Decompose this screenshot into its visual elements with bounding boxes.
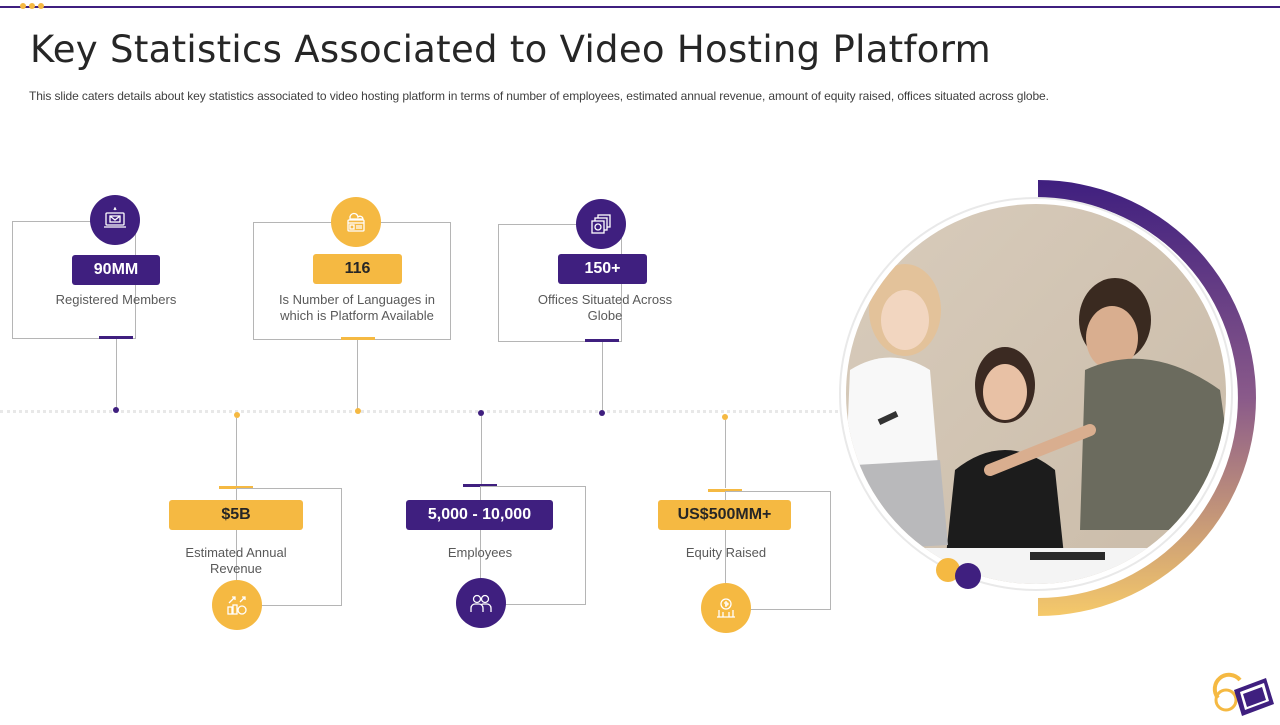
stat-value-offices: 150+ — [558, 254, 647, 284]
brand-logo — [1212, 670, 1278, 725]
connector-line — [357, 340, 358, 410]
revenue-growth-icon — [227, 596, 247, 615]
team-photo — [830, 170, 1270, 635]
top-rule — [0, 6, 1280, 8]
timeline-dot — [234, 412, 240, 418]
stat-accent-bar — [463, 484, 497, 487]
stat-value-members: 90MM — [72, 255, 160, 285]
timeline-dot — [355, 408, 361, 414]
team-meeting-photo — [839, 180, 1256, 616]
connector-line — [481, 416, 482, 484]
stat-value-revenue: $5B — [169, 500, 303, 530]
stat-value-equity: US$500MM+ — [658, 500, 791, 530]
stat-label-languages: Is Number of Languages in which is Platf… — [278, 292, 436, 323]
employees-icon — [470, 594, 492, 612]
connector-line — [236, 418, 237, 486]
timeline-dot — [722, 414, 728, 420]
connector-line — [725, 420, 726, 488]
connector-line — [116, 339, 117, 409]
timeline-line — [0, 410, 845, 413]
global-office-icon — [591, 214, 611, 234]
stat-icon-circle — [456, 578, 506, 628]
vr-headset-logo-icon — [1212, 672, 1274, 716]
timeline-dot — [113, 407, 119, 413]
stat-icon-circle — [212, 580, 262, 630]
stat-frame-revenue — [236, 488, 342, 606]
stat-frame-employees — [480, 486, 586, 605]
stat-icon-circle — [90, 195, 140, 245]
stat-value-languages: 116 — [313, 254, 402, 284]
stat-label-offices: Offices Situated Across Globe — [537, 292, 673, 323]
equity-money-icon — [717, 598, 735, 618]
stat-label-revenue: Estimated Annual Revenue — [185, 545, 287, 576]
stat-frame-equity — [725, 491, 831, 610]
stat-label-members: Registered Members — [55, 292, 177, 307]
stat-accent-bar — [708, 489, 742, 492]
stat-icon-circle — [331, 197, 381, 247]
stat-icon-circle — [576, 199, 626, 249]
stat-accent-bar — [341, 337, 375, 340]
top-dots-decoration — [20, 3, 44, 9]
connector-line — [602, 342, 603, 410]
stat-accent-bar — [99, 336, 133, 339]
timeline-dot — [478, 410, 484, 416]
stat-accent-bar — [585, 339, 619, 342]
stat-label-equity: Equity Raised — [685, 545, 767, 560]
stat-accent-bar — [219, 486, 253, 489]
stat-label-employees: Employees — [447, 545, 513, 560]
stat-icon-circle — [701, 583, 751, 633]
page-subtitle: This slide caters details about key stat… — [29, 89, 1049, 103]
computer-mail-icon — [104, 207, 126, 228]
language-browser-icon — [347, 212, 365, 232]
page-title: Key Statistics Associated to Video Hosti… — [30, 28, 991, 71]
stat-value-employees: 5,000 - 10,000 — [406, 500, 553, 530]
timeline-dot — [599, 410, 605, 416]
